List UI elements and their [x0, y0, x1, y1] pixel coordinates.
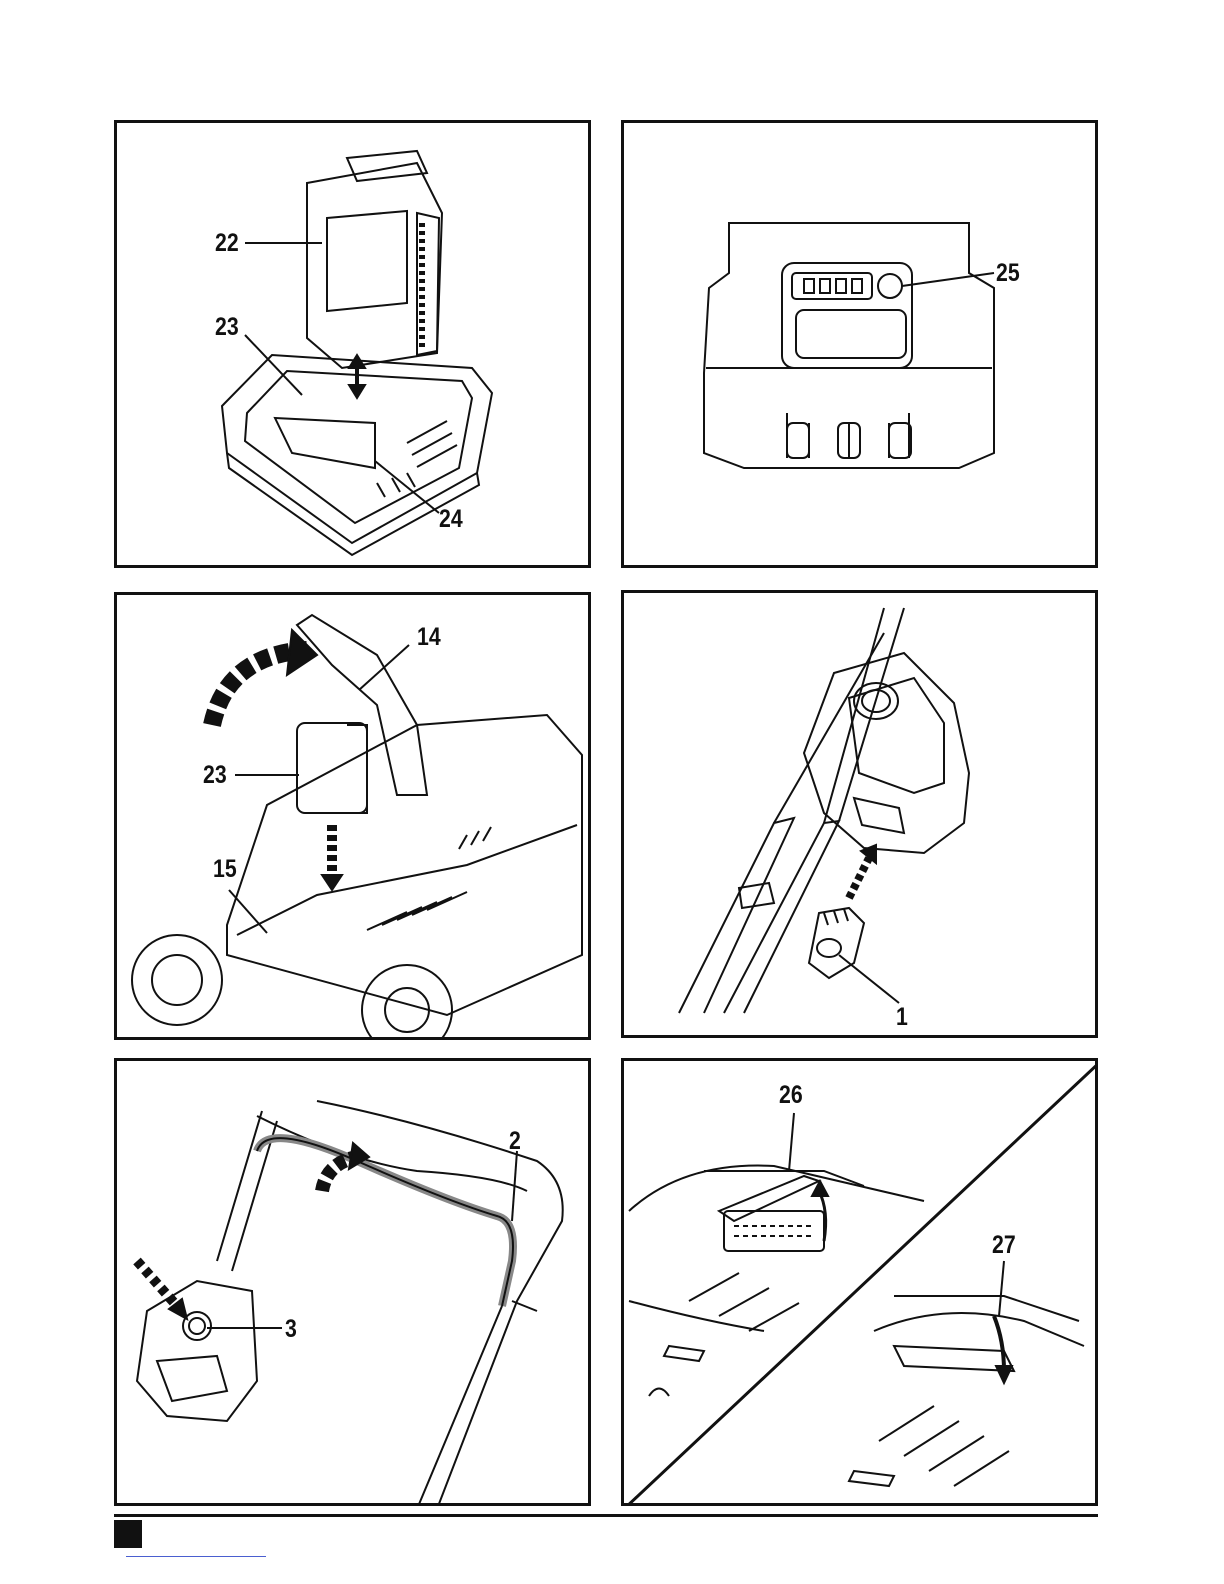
battery-gauge-illustration	[624, 123, 1098, 568]
height-adjust-illustration	[624, 1061, 1098, 1506]
callout-24: 24	[439, 507, 463, 532]
callout-14: 14	[417, 625, 441, 650]
figure-panel-switch-box: 1	[621, 590, 1098, 1038]
figure-panel-height-adjust: 26 27	[621, 1058, 1098, 1506]
figure-panel-handle-start: 3 2	[114, 1058, 591, 1506]
callout-1: 1	[896, 1005, 908, 1030]
footer-rule	[114, 1514, 1098, 1517]
charger-illustration	[117, 123, 591, 568]
figure-panel-battery-gauge: 25	[621, 120, 1098, 568]
callout-22: 22	[215, 231, 239, 256]
callout-27: 27	[992, 1233, 1016, 1258]
footer-link-underline	[126, 1556, 266, 1557]
switch-box-illustration	[624, 593, 1098, 1038]
callout-25: 25	[996, 261, 1020, 286]
callout-23: 23	[203, 763, 227, 788]
callout-3: 3	[285, 1317, 297, 1342]
callout-23: 23	[215, 315, 239, 340]
callout-26: 26	[779, 1083, 803, 1108]
callout-15: 15	[213, 857, 237, 882]
figure-panel-battery-insert: 14 23 15	[114, 592, 591, 1040]
battery-insert-illustration	[117, 595, 591, 1040]
figure-panel-charger: 22 23 24	[114, 120, 591, 568]
page-marker	[114, 1520, 142, 1548]
callout-2: 2	[509, 1129, 521, 1154]
